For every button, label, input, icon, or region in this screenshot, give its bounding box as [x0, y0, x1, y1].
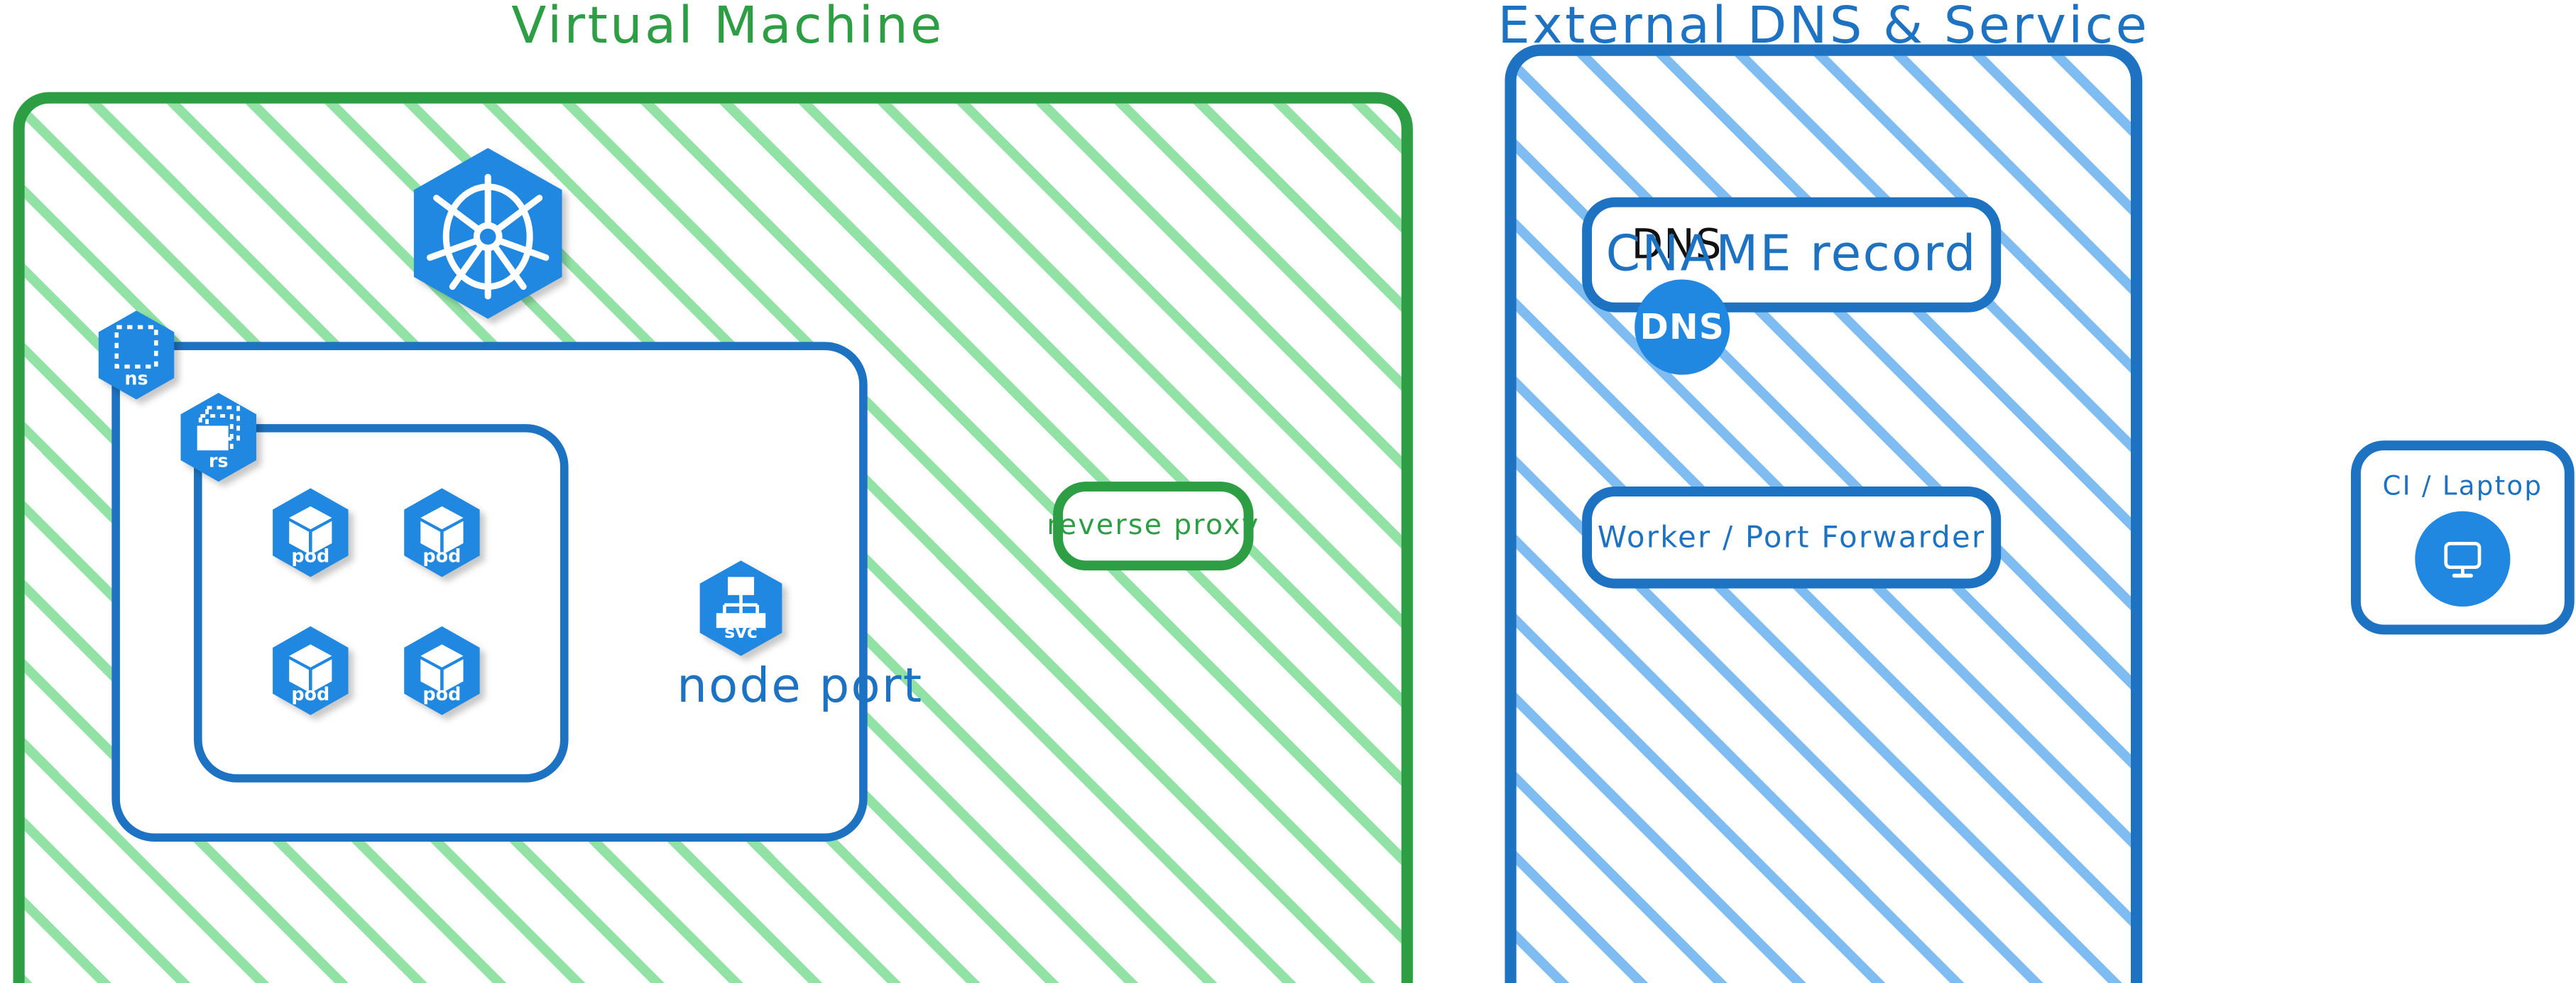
reverse-proxy-label: reverse proxy — [1047, 509, 1260, 543]
pod-icon — [401, 487, 484, 579]
ci-laptop-label: CI / Laptop — [2382, 469, 2543, 501]
replicaset-box — [194, 424, 569, 783]
pod-icon — [269, 624, 351, 717]
ci-laptop-box[interactable]: CI / Laptop — [2351, 440, 2575, 635]
monitor-icon — [2415, 510, 2511, 606]
worker-port-forwarder-label: Worker / Port Forwarder — [1597, 520, 1986, 555]
replicaset-icon — [178, 391, 260, 484]
dns-kind-label: DNS — [1631, 220, 1723, 268]
external-dns-service-title: External DNS & Service — [1497, 0, 2150, 56]
virtual-machine-title: Virtual Machine — [511, 0, 944, 56]
node-port-caption: node port — [677, 657, 924, 714]
reverse-proxy-box[interactable]: reverse proxy — [1047, 482, 1258, 571]
dns-record-card[interactable]: DNS DNS CNAME record — [1582, 197, 2002, 375]
service-icon — [697, 559, 785, 658]
cname-record-label: CNAME record — [1605, 226, 1977, 284]
pod-icon — [269, 487, 351, 579]
dns-icon: DNS — [1634, 279, 1730, 375]
kubernetes-wheel-icon — [408, 145, 569, 322]
worker-port-forwarder-box[interactable]: Worker / Port Forwarder — [1582, 487, 2002, 589]
namespace-icon — [95, 309, 178, 401]
pod-icon — [401, 624, 484, 717]
